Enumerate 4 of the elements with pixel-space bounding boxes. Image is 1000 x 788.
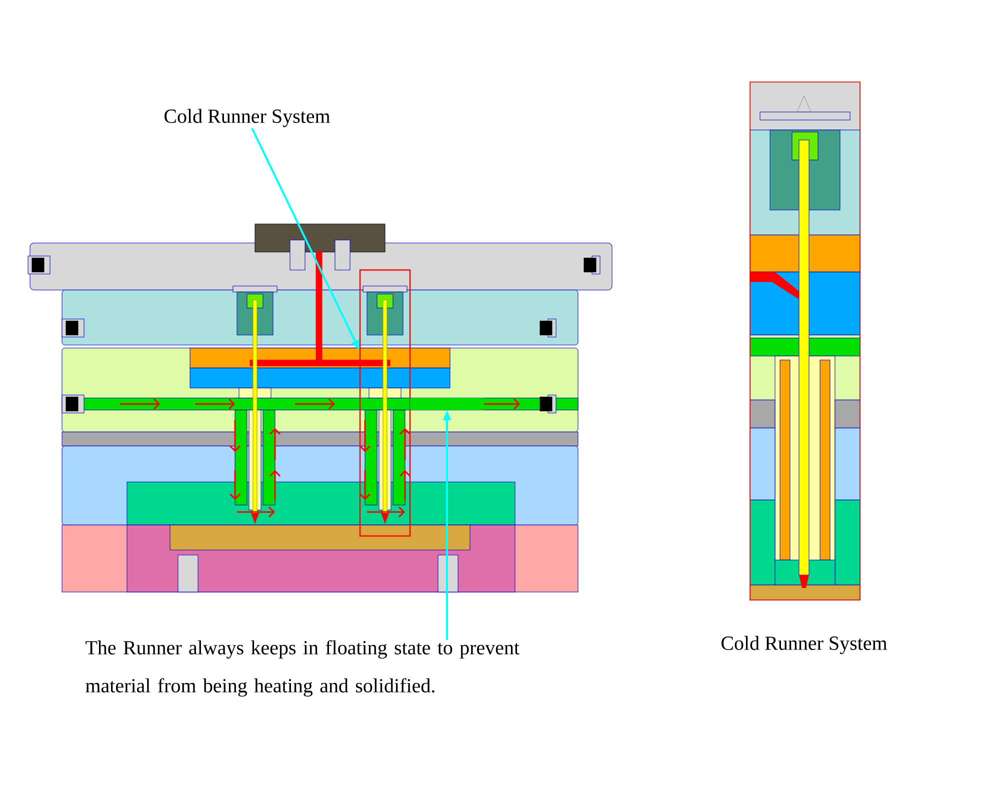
callout-text: Cold Runner System	[164, 108, 330, 128]
caption: Cold Runner System	[722, 636, 888, 654]
highlight-frame	[359, 269, 411, 537]
callout-text: The Runner always keeps in floating state to prevent material from being heating and solidified.	[86, 640, 520, 697]
